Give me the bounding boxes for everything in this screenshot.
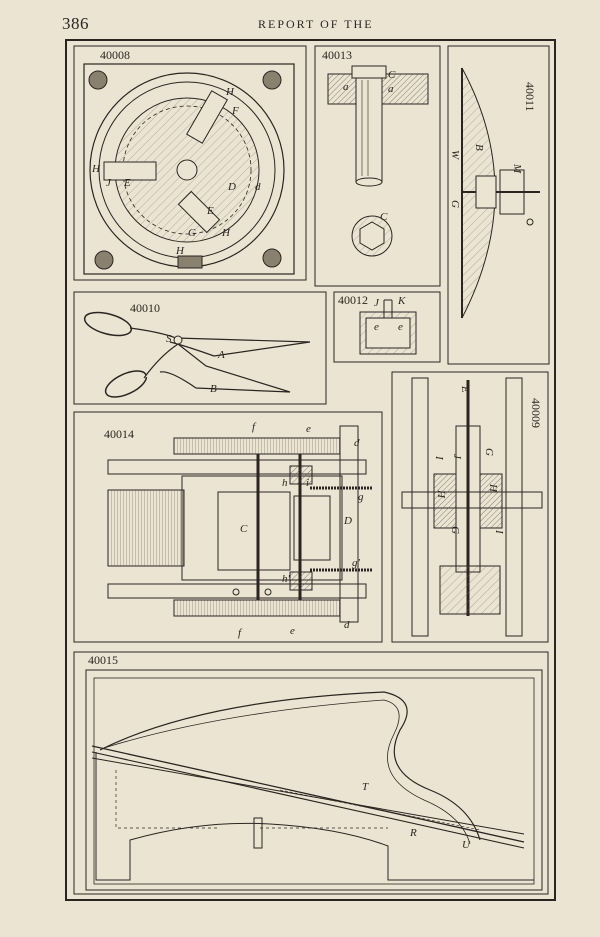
figure-40012: 40012 J K e e <box>333 291 441 363</box>
letter-label: d <box>255 181 261 193</box>
letter-label: G <box>188 227 196 239</box>
letter-label: H <box>435 489 447 499</box>
letter-label: G <box>449 200 461 208</box>
letter-label: I <box>433 455 445 461</box>
letter-label: S <box>166 333 172 345</box>
letter-label: e <box>290 625 295 637</box>
letter-label: B <box>473 144 485 151</box>
figure-number: 40010 <box>130 301 160 315</box>
figure-number: 40008 <box>100 48 130 62</box>
letter-label: H <box>487 483 499 493</box>
letter-label: D <box>227 181 236 193</box>
letter-label: A <box>217 349 225 361</box>
letter-label: J <box>451 454 463 460</box>
page-number: 386 <box>62 14 89 33</box>
figure-40015: 40015 T R U <box>73 651 549 895</box>
letter-label: R <box>409 827 417 839</box>
letter-label: e <box>398 321 403 333</box>
figure-number: 40015 <box>88 653 118 667</box>
letter-label: F <box>231 105 239 117</box>
letter-label: J <box>106 177 112 189</box>
plate-border <box>65 39 556 901</box>
letter-label: i <box>306 477 309 489</box>
figure-40013: 40013 C a a C <box>314 45 441 287</box>
letter-label: G <box>449 526 461 534</box>
letter-label: D <box>343 515 352 527</box>
letter-label: E <box>123 177 131 189</box>
letter-label: h <box>282 477 288 489</box>
letter-label: G <box>483 448 495 456</box>
letter-label: E <box>459 385 471 393</box>
letter-label: H <box>91 163 101 175</box>
letter-label: U <box>462 839 471 851</box>
figure-40010: 40010 S A B <box>73 291 327 405</box>
letter-label: e <box>306 423 311 435</box>
letter-label: B <box>210 383 217 395</box>
letter-label: K <box>397 295 406 307</box>
letter-label: g <box>358 491 364 503</box>
letter-label: J <box>374 297 380 309</box>
letter-label: a <box>343 81 349 93</box>
letter-label: C <box>240 523 248 535</box>
figure-40014: 40014 f e d h i g C D g' h' f e d <box>73 411 383 643</box>
letter-label: H <box>225 86 235 98</box>
letter-label: d <box>344 619 350 631</box>
letter-label: W <box>449 150 461 160</box>
figure-40009: 40009 E G J H I H G I <box>391 371 549 643</box>
letter-label: f <box>238 627 243 639</box>
page-header: 386 REPORT OF THE <box>62 14 552 38</box>
letter-label: M <box>511 163 523 174</box>
letter-label: e <box>374 321 379 333</box>
running-title: REPORT OF THE <box>258 17 374 31</box>
figure-number: 40013 <box>322 48 352 62</box>
letter-label: H <box>175 245 185 257</box>
letter-label: C <box>380 211 388 223</box>
letter-label: I <box>493 529 505 535</box>
letter-label: E <box>206 205 214 217</box>
figure-number: 40011 <box>523 82 537 112</box>
letter-label: C <box>388 69 396 81</box>
letter-label: g' <box>352 557 361 569</box>
letter-label: H <box>221 227 231 239</box>
figure-40011: 40011 M B W G <box>447 45 550 365</box>
letter-label: d <box>354 437 360 449</box>
figure-40008: 40008 H F H J E D d E H G H <box>73 45 307 281</box>
figure-number: 40014 <box>104 427 134 441</box>
letter-label: T <box>362 781 369 793</box>
figure-number: 40012 <box>338 293 368 307</box>
letter-label: a <box>388 83 394 95</box>
figure-number: 40009 <box>529 398 543 428</box>
letter-label: f <box>252 421 257 433</box>
letter-label: h' <box>282 573 291 585</box>
